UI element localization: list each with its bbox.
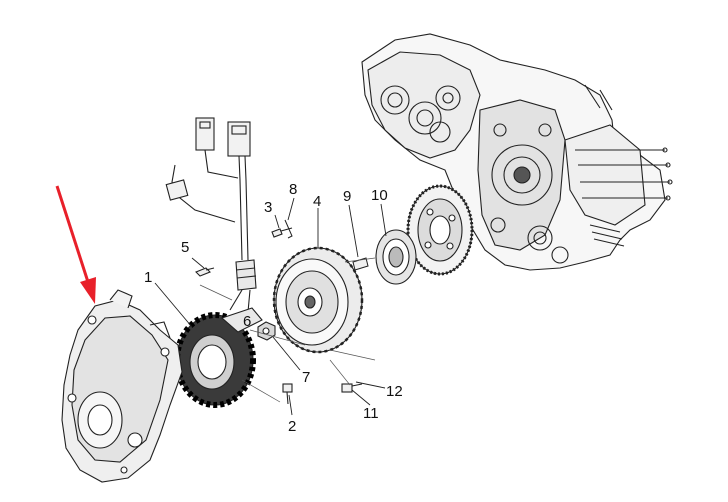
bolt-part-3 [271,227,293,238]
flywheel-nut [257,321,276,341]
washer-part-8 [284,219,293,239]
bolt-part-11 [341,383,363,393]
callout-11: 11 [363,405,379,422]
callout-7: 7 [302,369,310,386]
callout-10: 10 [371,187,388,204]
flywheel-rotor [272,246,364,354]
callout-labels: 1 2 3 4 5 6 7 8 9 10 11 12 [144,181,403,435]
wiring-harness [165,117,257,313]
woodruff-key [352,257,369,271]
callout-1: 1 [144,269,152,286]
highlight-arrow [55,185,96,304]
callout-8: 8 [289,181,297,198]
callout-4: 4 [313,193,321,210]
engine-side-cover [61,289,183,483]
starter-driven-gear [406,184,474,276]
callout-3: 3 [264,199,272,216]
callout-9: 9 [343,188,351,205]
stator-coil [174,307,263,408]
callout-5: 5 [181,239,189,256]
engine-crankcase [361,33,673,271]
leader-lines [154,197,387,416]
bolt-part-2 [282,383,293,405]
callout-6: 6 [243,313,251,330]
assembly-lines [199,257,376,403]
bolt-part-5 [195,267,215,277]
starter-clutch-bearing [375,229,417,285]
callout-12: 12 [386,383,403,400]
callout-2: 2 [288,418,296,435]
